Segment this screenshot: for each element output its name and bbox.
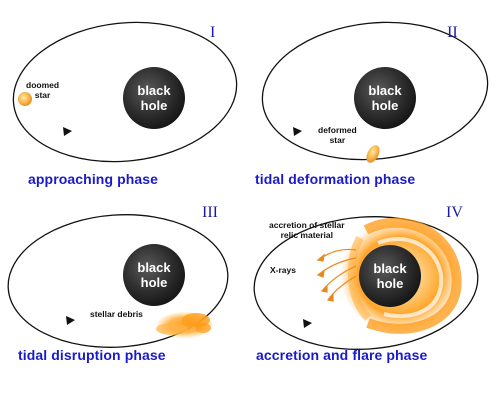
panel-2-graphic	[261, 21, 489, 163]
orbit	[261, 21, 489, 161]
orbit-arrow-icon	[63, 127, 72, 136]
black-hole	[123, 244, 185, 306]
orbit	[7, 214, 229, 348]
black-hole	[359, 245, 421, 307]
black-hole	[354, 67, 416, 129]
phase-title: approaching phase	[28, 171, 159, 187]
phase-numeral: II	[447, 24, 458, 41]
orbit-arrow-icon	[293, 127, 302, 136]
orbit	[12, 21, 238, 163]
orbit	[253, 216, 479, 350]
x-rays-label: X-rays	[270, 265, 296, 275]
phase-numeral: I	[210, 24, 216, 41]
x-ray-icon	[316, 248, 357, 302]
stellar-debris	[156, 312, 213, 338]
doomed-star	[18, 92, 32, 106]
panel-4-graphic	[253, 216, 479, 350]
panel-3-graphic	[7, 214, 229, 348]
phase-title: tidal deformation phase	[255, 171, 416, 187]
phase-title: tidal disruption phase	[18, 347, 166, 363]
orbit-arrow-icon	[66, 316, 75, 325]
black-hole	[123, 67, 185, 129]
phase-numeral: III	[202, 204, 218, 221]
phase-title: accretion and flare phase	[256, 347, 428, 363]
phase-numeral: IV	[446, 204, 463, 221]
deformed-star	[366, 145, 380, 163]
panel-1-graphic	[12, 21, 238, 163]
stellar-debris-label: stellar debris	[90, 309, 143, 319]
orbit-arrow-icon	[303, 319, 312, 328]
